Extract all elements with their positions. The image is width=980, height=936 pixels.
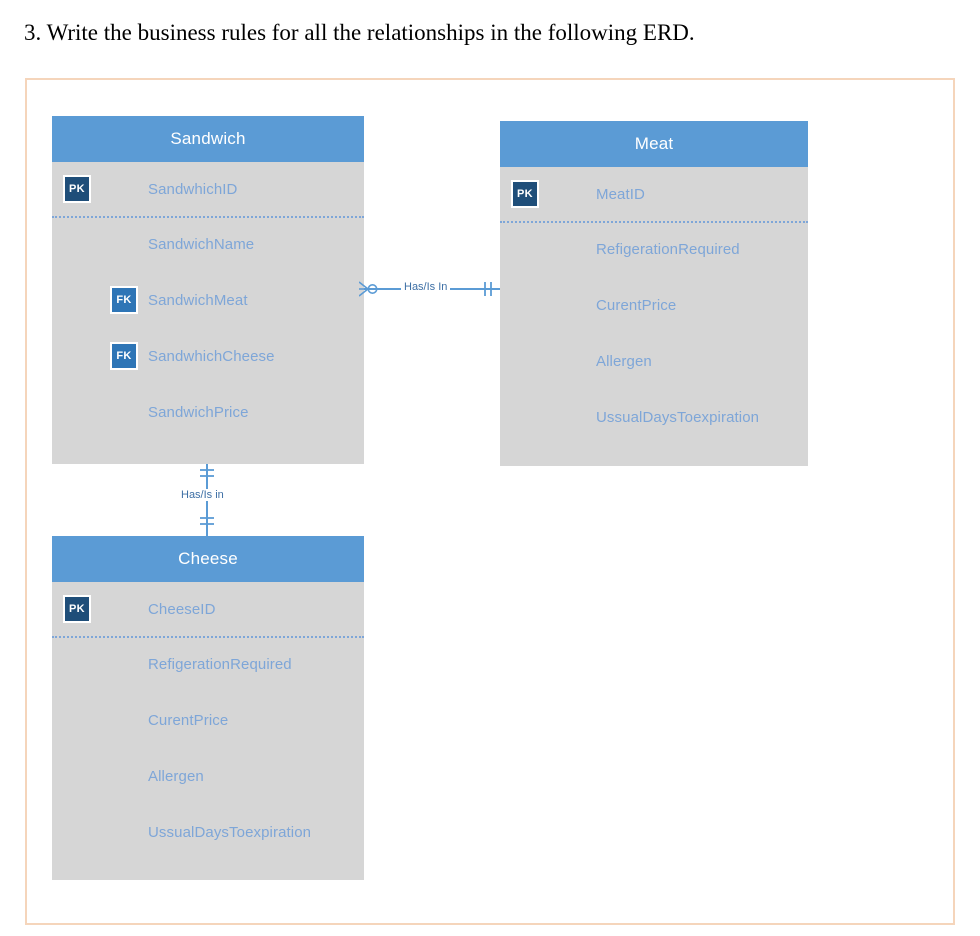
attribute-row: CurentPrice [52,692,364,748]
attribute-row: UssualDaysToexpiration [52,804,364,860]
relationship-label: Has/Is In [401,281,451,293]
attribute-row: Allergen [500,333,808,389]
pk-badge: PK [63,595,91,623]
attribute-row: UssualDaysToexpiration [500,389,808,445]
attribute-row: SandwichPrice [52,384,364,440]
attribute-label: UssualDaysToexpiration [148,823,312,841]
attribute-row: PK MeatID [500,167,808,221]
entity-cheese-title: Cheese [52,536,364,582]
pk-badge: PK [511,180,539,208]
attribute-label: SandwhichID [148,180,238,198]
entity-sandwich-attributes: PK SandwhichID SandwichName FK SandwichM… [52,162,364,440]
entity-meat-title: Meat [500,121,808,167]
entity-meat[interactable]: Meat PK MeatID RefigerationRequired Cure… [500,121,808,466]
attribute-row: Allergen [52,748,364,804]
attribute-row: SandwichName [52,216,364,272]
key-separator [52,636,364,638]
pk-badge: PK [63,175,91,203]
attribute-label: SandwichName [148,235,255,253]
attribute-row: FK SandwhichCheese [52,328,364,384]
attribute-label: RefigerationRequired [148,655,292,673]
attribute-label: MeatID [596,185,645,203]
cardinality-exactly-one-icon [484,282,492,296]
entity-cheese[interactable]: Cheese PK CheeseID RefigerationRequired … [52,536,364,880]
key-separator [52,216,364,218]
question-text: 3. Write the business rules for all the … [24,20,695,45]
attribute-row: CurentPrice [500,277,808,333]
attribute-row: PK CheeseID [52,582,364,636]
attribute-label: Allergen [148,767,204,785]
entity-sandwich[interactable]: Sandwich PK SandwhichID SandwichName FK … [52,116,364,464]
entity-meat-attributes: PK MeatID RefigerationRequired CurentPri… [500,167,808,445]
attribute-row: RefigerationRequired [52,636,364,692]
attribute-label: CheeseID [148,600,216,618]
attribute-row: PK SandwhichID [52,162,364,216]
attribute-label: UssualDaysToexpiration [596,408,760,426]
attribute-label: SandwichMeat [148,291,248,309]
crowsfoot-zero-or-many-icon [359,281,378,297]
attribute-row: FK SandwichMeat [52,272,364,328]
attribute-label: CurentPrice [148,711,229,729]
entity-cheese-attributes: PK CheeseID RefigerationRequired CurentP… [52,582,364,860]
cardinality-exactly-one-icon [200,517,214,525]
fk-badge: FK [110,286,138,314]
fk-badge: FK [110,342,138,370]
attribute-row: RefigerationRequired [500,221,808,277]
attribute-label: SandwichPrice [148,403,249,421]
cardinality-exactly-one-icon [200,469,214,477]
attribute-label: Allergen [596,352,652,370]
attribute-label: SandwhichCheese [148,347,275,365]
entity-sandwich-title: Sandwich [52,116,364,162]
attribute-label: CurentPrice [596,296,677,314]
key-separator [500,221,808,223]
attribute-label: RefigerationRequired [596,240,740,258]
relationship-label: Has/Is in [178,489,227,501]
